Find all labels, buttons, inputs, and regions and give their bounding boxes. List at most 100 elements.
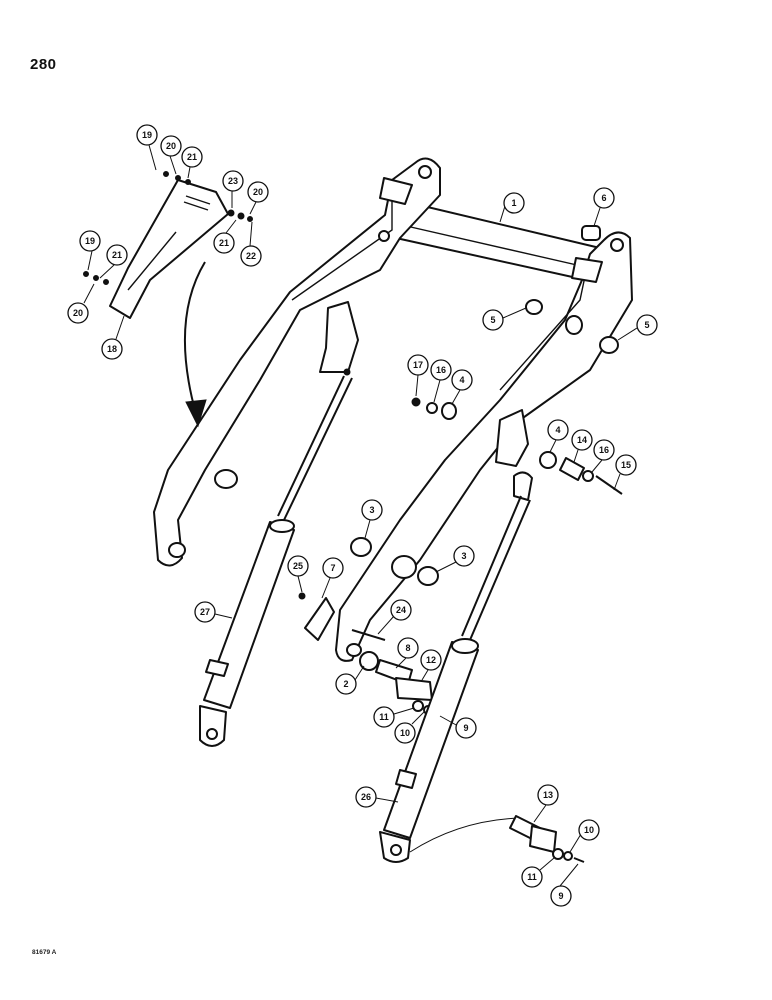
callout-5: 5 — [482, 309, 504, 331]
callout-4: 4 — [451, 369, 473, 391]
callout-20: 20 — [247, 181, 269, 203]
nut-17 — [411, 397, 421, 407]
callout-circle — [106, 244, 128, 266]
cross-tube — [395, 199, 601, 281]
callout-number: 21 — [112, 250, 122, 260]
callout-number: 11 — [379, 712, 389, 722]
right-lift-arm — [335, 231, 633, 662]
callout-25: 25 — [287, 555, 309, 577]
callout-circle — [482, 309, 504, 331]
callout-14: 14 — [571, 429, 593, 451]
callout-circle — [394, 722, 416, 744]
left-cylinder-bracket — [319, 301, 359, 373]
callout-circle — [578, 819, 600, 841]
callout-number: 4 — [555, 425, 560, 435]
callout-circle — [67, 302, 89, 324]
figure-code: 81679 A — [32, 949, 57, 956]
callout-circle — [407, 354, 429, 376]
callout-circle — [503, 192, 525, 214]
callout-circle — [335, 673, 357, 695]
callout-circle — [160, 135, 182, 157]
callout-circle — [636, 314, 658, 336]
callout-circle — [537, 784, 559, 806]
callout-circle — [136, 124, 158, 146]
callout-2: 2 — [335, 673, 357, 695]
callout-5: 5 — [636, 314, 658, 336]
bushing-6 — [581, 225, 601, 241]
callout-circle — [361, 499, 383, 521]
callout-15: 15 — [615, 454, 637, 476]
callout-7: 7 — [322, 557, 344, 579]
right-cylinder-bracket — [495, 409, 529, 467]
bushing-4-lower — [539, 451, 557, 469]
callout-24: 24 — [390, 599, 412, 621]
callout-number: 19 — [142, 130, 152, 140]
bushing-5-pivot — [565, 315, 583, 335]
callout-circle — [79, 230, 101, 252]
callout-number: 18 — [107, 344, 117, 354]
callout-number: 9 — [558, 891, 563, 901]
bushing-5-left — [525, 299, 543, 315]
callout-19: 19 — [136, 124, 158, 146]
bolt-15 — [595, 475, 623, 495]
callout-8: 8 — [397, 637, 419, 659]
callout-19: 19 — [79, 230, 101, 252]
callout-number: 3 — [461, 551, 466, 561]
callout-circle — [240, 245, 262, 267]
callout-number: 13 — [543, 790, 553, 800]
pin-plate-12 — [395, 677, 433, 701]
bolt-25 — [298, 592, 306, 600]
callout-circle — [571, 429, 593, 451]
callout-circle — [420, 649, 442, 671]
callout-circle — [547, 419, 569, 441]
callout-number: 6 — [601, 193, 606, 203]
callout-20: 20 — [160, 135, 182, 157]
washer-11b — [552, 848, 564, 860]
callout-number: 19 — [85, 236, 95, 246]
right-upper-plate — [571, 257, 603, 283]
left-lift-arm — [153, 157, 441, 567]
callout-number: 3 — [369, 505, 374, 515]
bushing-3-upper — [350, 537, 372, 557]
pin-14 — [559, 457, 585, 481]
callout-number: 21 — [219, 238, 229, 248]
callout-number: 27 — [200, 607, 210, 617]
frame-hardware — [298, 225, 623, 717]
lock-plate-7 — [304, 597, 335, 641]
callout-number: 8 — [405, 643, 410, 653]
callout-circle — [101, 338, 123, 360]
callout-4: 4 — [547, 419, 569, 441]
callout-6: 6 — [593, 187, 615, 209]
callout-3: 3 — [453, 545, 475, 567]
callout-number: 2 — [343, 679, 348, 689]
callout-circle — [322, 557, 344, 579]
callout-number: 22 — [246, 251, 256, 261]
callout-number: 16 — [599, 445, 609, 455]
washer-11 — [412, 700, 424, 712]
callout-number: 12 — [426, 655, 436, 665]
callout-number: 5 — [490, 315, 495, 325]
callout-circle — [593, 439, 615, 461]
bushing-5-right — [599, 336, 619, 354]
callout-circle — [430, 359, 452, 381]
callout-1: 1 — [503, 192, 525, 214]
left-upper-plate — [379, 177, 413, 205]
bushing-4-upper — [441, 402, 457, 420]
callout-18: 18 — [101, 338, 123, 360]
callout-circle — [453, 545, 475, 567]
callout-number: 21 — [187, 152, 197, 162]
bushing-3-lower — [417, 566, 439, 586]
callout-leaders — [83, 144, 638, 887]
callout-13: 13 — [537, 784, 559, 806]
page-number: 280 — [30, 56, 57, 73]
right-lift-cylinder — [379, 471, 585, 863]
callout-circle — [593, 187, 615, 209]
callout-number: 5 — [644, 320, 649, 330]
callout-number: 14 — [577, 435, 587, 445]
callout-21: 21 — [106, 244, 128, 266]
callout-23: 23 — [222, 170, 244, 192]
loader-frame — [153, 157, 633, 662]
callout-circle — [521, 866, 543, 888]
